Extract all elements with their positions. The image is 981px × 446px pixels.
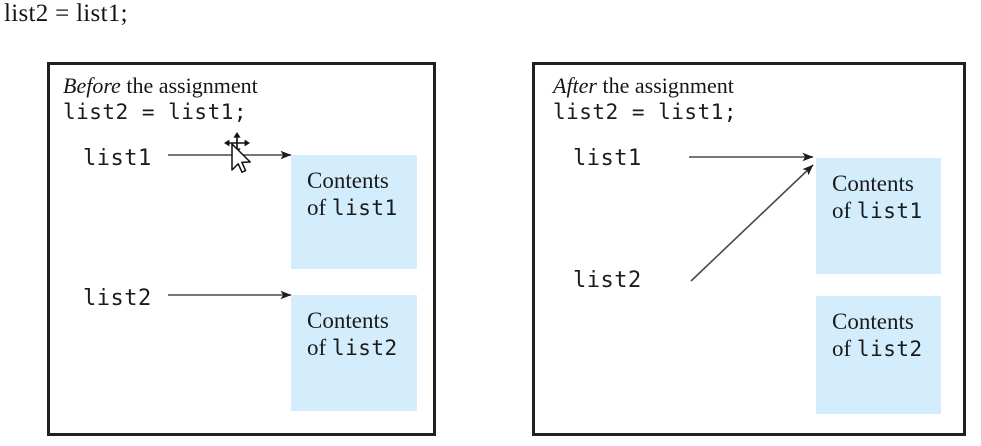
panel-before-content-box-list2: Contents of list2 bbox=[291, 295, 417, 411]
content-box-line2-identifier: list1 bbox=[856, 199, 923, 223]
panel-after-code-line: list2 = list1; bbox=[553, 100, 738, 124]
content-box-line2-identifier: list1 bbox=[331, 196, 398, 220]
panel-after-heading: After the assignment bbox=[553, 73, 734, 99]
panel-before-heading: Before the assignment bbox=[63, 73, 258, 99]
panel-before-code-line: list2 = list1; bbox=[63, 100, 248, 124]
content-box-line2-prefix: of bbox=[832, 198, 857, 223]
content-box-line2: of list2 bbox=[816, 335, 941, 363]
panel-after-heading-emphasis: After bbox=[553, 73, 597, 98]
panel-before-content-box-list1: Contents of list1 bbox=[291, 155, 417, 269]
panel-after-content-box-list2: Contents of list2 bbox=[816, 296, 941, 414]
content-box-line2-identifier: list2 bbox=[331, 336, 398, 360]
top-statement: list2 = list1; bbox=[4, 0, 128, 27]
panel-before-var-list2: list2 bbox=[83, 286, 152, 311]
content-box-line2: of list2 bbox=[291, 334, 417, 362]
content-box-line2-prefix: of bbox=[832, 336, 857, 361]
content-box-line2-prefix: of bbox=[307, 195, 332, 220]
panel-before-var-list1: list1 bbox=[83, 146, 152, 171]
content-box-line2: of list1 bbox=[816, 197, 941, 225]
content-box-line1: Contents bbox=[832, 171, 914, 196]
content-box-line2: of list1 bbox=[291, 194, 417, 222]
panel-after-heading-rest: the assignment bbox=[597, 73, 734, 98]
panel-after-var-list1: list1 bbox=[573, 146, 642, 171]
content-box-line1: Contents bbox=[307, 308, 389, 333]
panel-before-heading-rest: the assignment bbox=[120, 73, 258, 98]
content-box-line2-identifier: list2 bbox=[856, 337, 923, 361]
content-box-line1: Contents bbox=[832, 309, 914, 334]
panel-after-var-list2: list2 bbox=[573, 268, 642, 293]
panel-after-content-box-list1: Contents of list1 bbox=[816, 158, 941, 274]
panel-after-assignment: After the assignment list2 = list1; list… bbox=[532, 62, 966, 436]
panel-before-heading-emphasis: Before bbox=[63, 73, 121, 98]
content-box-line1: Contents bbox=[307, 168, 389, 193]
content-box-line2-prefix: of bbox=[307, 335, 332, 360]
panel-before-assignment: Before the assignment list2 = list1; lis… bbox=[47, 62, 436, 436]
